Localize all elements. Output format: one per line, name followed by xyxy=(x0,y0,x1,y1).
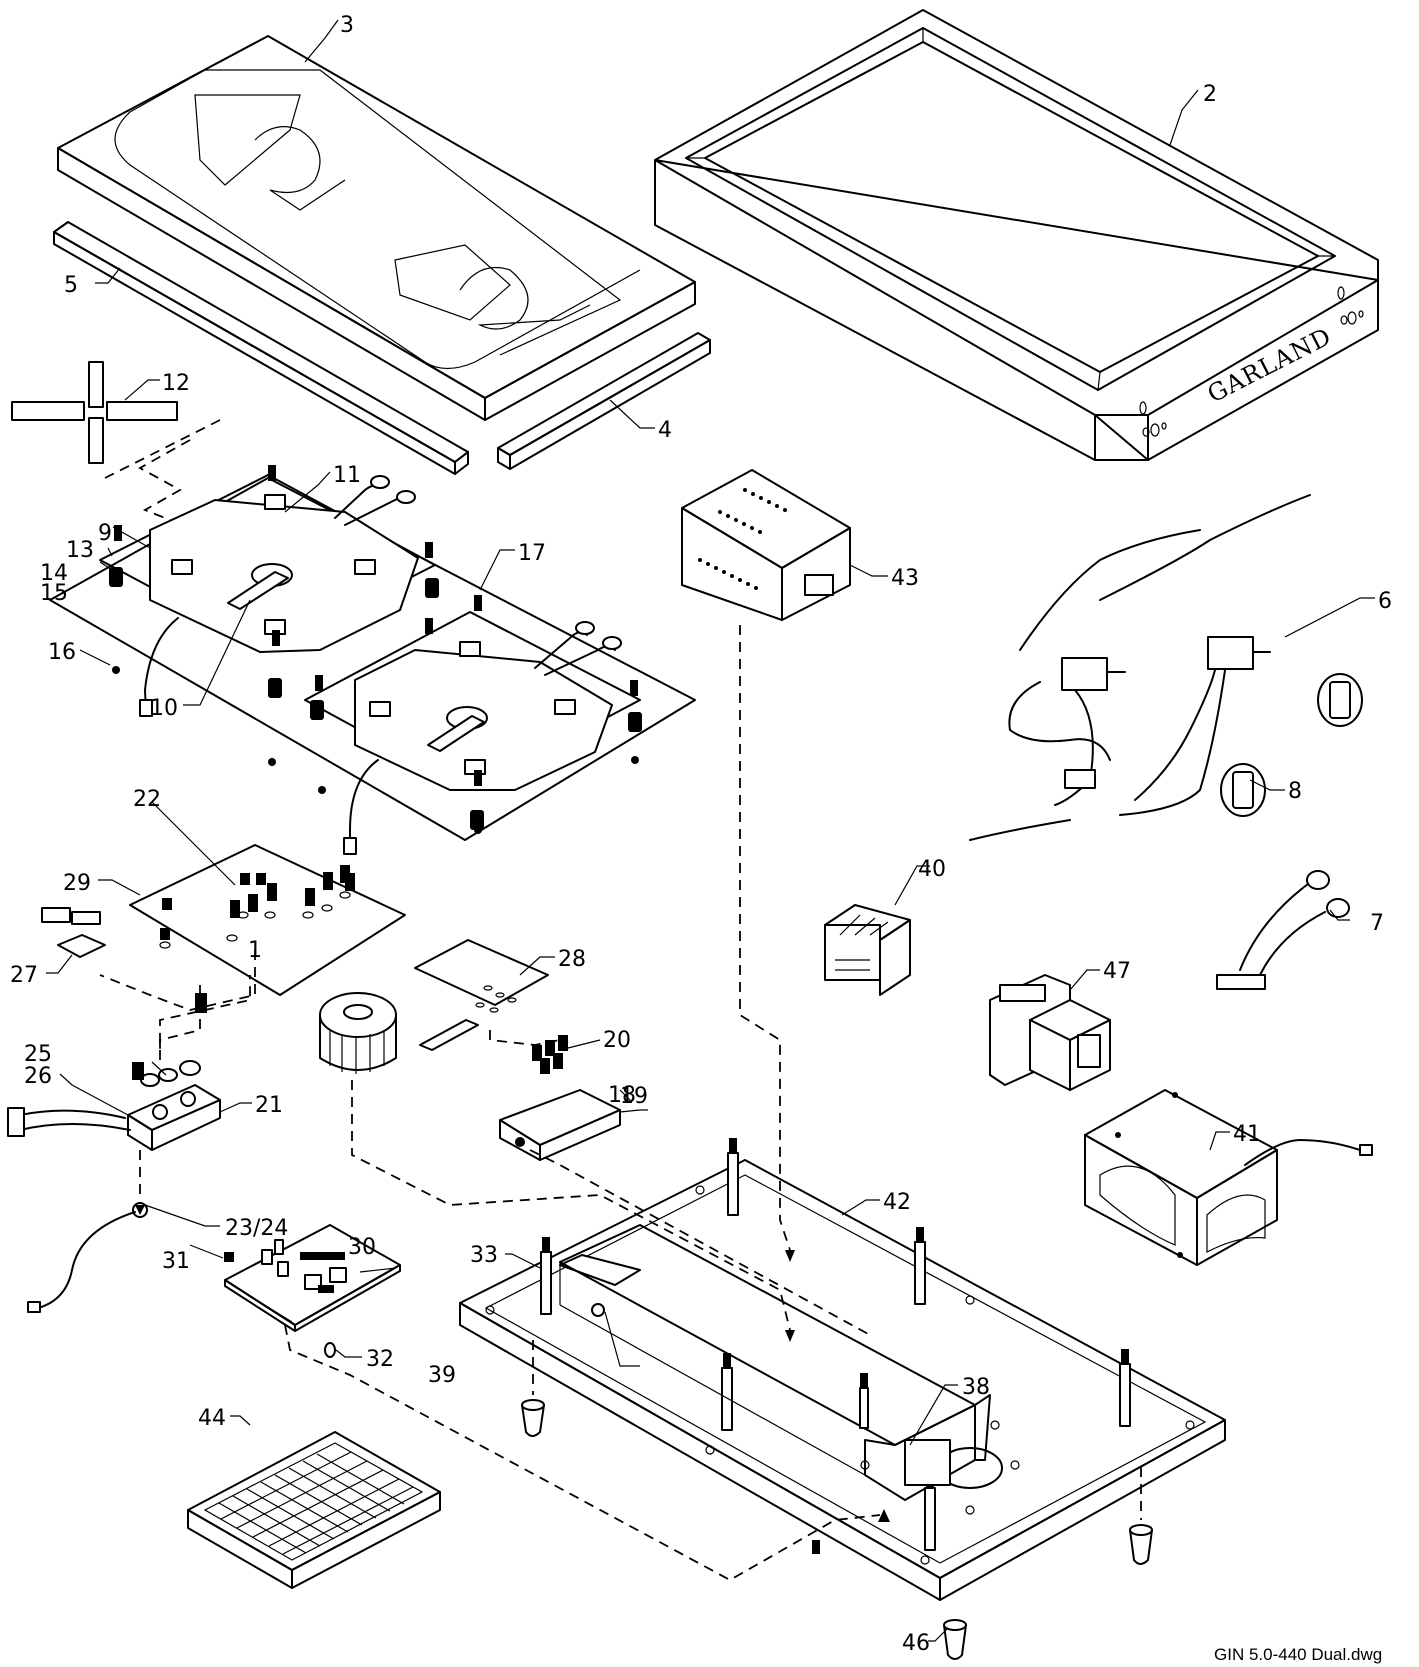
coil-plate-assembly xyxy=(49,465,696,855)
callout-47: 47 xyxy=(1103,959,1131,984)
callout-6: 6 xyxy=(1378,589,1392,614)
callout-5: 5 xyxy=(64,273,78,298)
part-42-base-pan xyxy=(459,1138,1226,1601)
part-2-top-frame: GARLAND xyxy=(654,9,1379,461)
callout-2: 2 xyxy=(1203,82,1217,107)
part-22-screws xyxy=(159,865,355,949)
callout-43: 43 xyxy=(891,566,919,591)
callout-46: 46 xyxy=(902,1631,930,1656)
standoffs xyxy=(540,1138,1131,1551)
filter-mesh xyxy=(218,1451,414,1555)
plate-springs xyxy=(109,567,642,830)
part-47-transformer xyxy=(989,974,1111,1091)
part-23-24-sensor-lead xyxy=(27,1202,148,1313)
vent-holes xyxy=(698,488,787,590)
callout-1: 1 xyxy=(248,938,262,963)
part-40-contactor xyxy=(824,904,911,996)
part-38-39-coil-housing xyxy=(559,1224,991,1554)
callout-32: 32 xyxy=(366,1347,394,1372)
callout-12: 12 xyxy=(162,371,190,396)
callout-44: 44 xyxy=(198,1406,226,1431)
part-19-terminal-block xyxy=(499,1035,871,1336)
callout-29: 29 xyxy=(63,871,91,896)
callout-17: 17 xyxy=(518,541,546,566)
callout-30: 30 xyxy=(348,1235,376,1260)
part-29-shield-plate xyxy=(99,844,406,1055)
toroid-filter xyxy=(319,992,795,1342)
part-46-feet xyxy=(521,1340,1153,1660)
callout-20: 20 xyxy=(603,1028,631,1053)
plate-screws xyxy=(112,465,639,834)
callout-labels: 2 3 4 5 6 7 8 9 10 11 12 13 14 15 16 17 … xyxy=(10,13,1392,1656)
callout-38: 38 xyxy=(962,1375,990,1400)
control-holes-right xyxy=(1337,286,1364,325)
callout-10: 10 xyxy=(150,696,178,721)
callout-15: 15 xyxy=(40,581,68,606)
callout-42: 42 xyxy=(883,1190,911,1215)
callout-26: 26 xyxy=(24,1064,52,1089)
callout-18: 18 xyxy=(608,1083,636,1108)
callout-22: 22 xyxy=(133,787,161,812)
part-8-control-knobs xyxy=(1220,673,1363,817)
part-6-rotary-switches xyxy=(969,494,1311,841)
part-27-bracket xyxy=(41,907,207,1013)
drawing-filename: GIN 5.0-440 Dual.dwg xyxy=(1214,1645,1382,1664)
callout-28: 28 xyxy=(558,947,586,972)
callout-14: 14 xyxy=(40,561,68,586)
part-30-control-board xyxy=(224,1224,890,1582)
part-4-side-strip xyxy=(497,332,711,470)
callout-21: 21 xyxy=(255,1093,283,1118)
part-21-power-module xyxy=(7,975,251,1215)
callout-27: 27 xyxy=(10,963,38,988)
callout-39: 39 xyxy=(428,1363,456,1388)
callout-19: 19 xyxy=(620,1084,648,1109)
callout-25: 25 xyxy=(24,1042,52,1067)
part-5-front-strip xyxy=(53,221,469,475)
callout-4: 4 xyxy=(658,418,672,443)
part-41-fan-box xyxy=(1084,1089,1373,1266)
callout-13: 13 xyxy=(66,538,94,563)
part-43-module-box xyxy=(681,469,851,1262)
part-12-cross-spacer xyxy=(11,361,221,529)
control-holes-left xyxy=(1139,401,1167,437)
part-7-indicator-lights xyxy=(1216,870,1350,990)
leader-lines xyxy=(46,19,1375,1642)
callout-23-24: 23/24 xyxy=(225,1216,288,1241)
part-28-board xyxy=(414,939,561,1051)
callout-40: 40 xyxy=(918,857,946,882)
callout-41: 41 xyxy=(1233,1122,1261,1147)
callout-9: 9 xyxy=(98,521,112,546)
callout-11: 11 xyxy=(333,463,361,488)
callout-7: 7 xyxy=(1370,911,1384,936)
callout-8: 8 xyxy=(1288,779,1302,804)
part-3-glass-top xyxy=(57,35,696,421)
callout-3: 3 xyxy=(340,13,354,38)
part-44-air-filter xyxy=(187,1431,441,1589)
callout-31: 31 xyxy=(162,1249,190,1274)
callout-33: 33 xyxy=(470,1243,498,1268)
callout-16: 16 xyxy=(48,640,76,665)
